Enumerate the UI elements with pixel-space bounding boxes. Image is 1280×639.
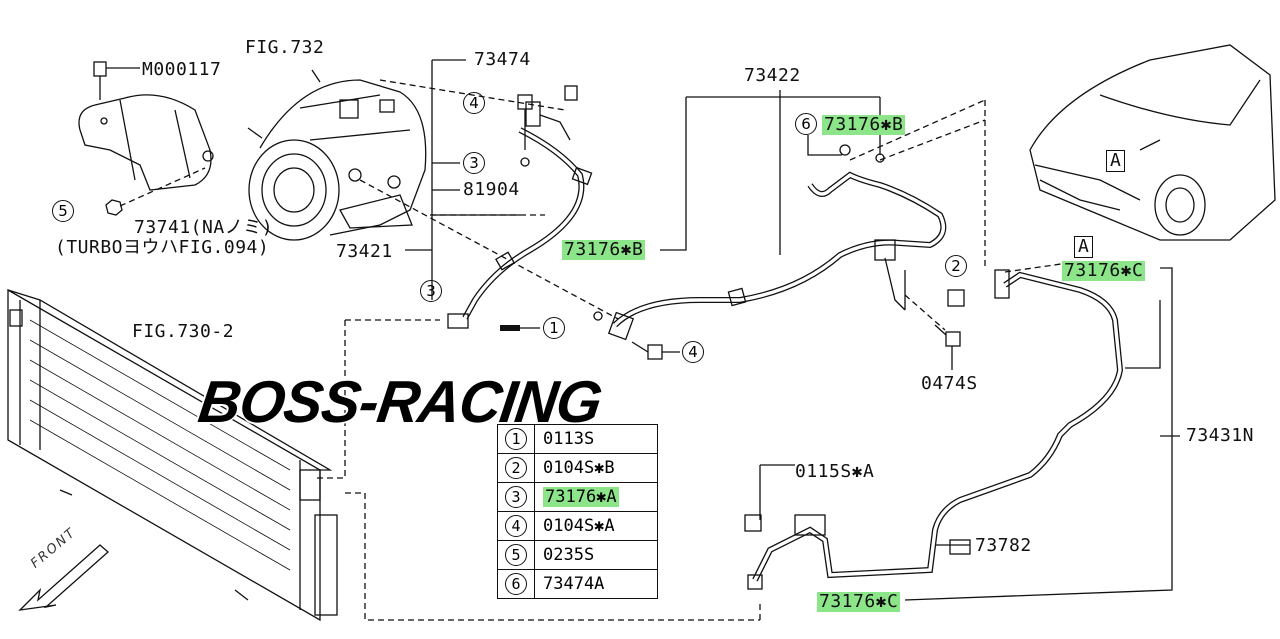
- condenser-fig730: [7, 288, 338, 622]
- legend-part-code: 0104S✱A: [543, 516, 615, 536]
- fittings-73474: [500, 85, 578, 331]
- legend-number: 4: [505, 515, 527, 537]
- callout-brackets: [405, 59, 1180, 601]
- legend-row: 1 0113S: [497, 424, 658, 454]
- area-marker-a: A: [1074, 236, 1094, 258]
- bracket-73741: [78, 94, 214, 191]
- label-81904: 81904: [463, 179, 520, 200]
- label-73176b-top: 73176✱B: [822, 114, 906, 135]
- callout-3-upper: 3: [463, 152, 485, 174]
- legend-number: 3: [505, 486, 527, 508]
- legend-part-code: 0104S✱B: [543, 458, 615, 478]
- legend-row: 5 0235S: [497, 540, 658, 570]
- bolt-0104s-a: [631, 341, 680, 360]
- callout-6: 6: [795, 113, 817, 135]
- label-73421: 73421: [336, 241, 393, 262]
- label-73176c-top: 73176✱C: [1062, 260, 1146, 281]
- label-73741: 73741(NAノミ): [134, 217, 274, 238]
- label-73431n: 73431N: [1186, 425, 1255, 446]
- label-fig-732: FIG.732: [245, 37, 325, 58]
- legend-row: 2 0104S✱B: [497, 453, 658, 483]
- callout-4-upper: 4: [463, 92, 485, 114]
- callout-5: 5: [52, 200, 74, 222]
- legend-table: 1 0113S 2 0104S✱B 3 73176✱A 4 0104S✱A 5 0235S 6 734…: [497, 424, 658, 599]
- area-marker-a-car: A: [1106, 150, 1126, 172]
- callout-1: 1: [543, 317, 565, 339]
- label-73422: 73422: [744, 65, 801, 86]
- legend-part-code: 73474A: [543, 574, 605, 594]
- front-arrow: [18, 544, 109, 611]
- label-fig-730-2: FIG.730-2: [132, 321, 235, 342]
- label-73176c-bottom: 73176✱C: [817, 591, 901, 612]
- legend-row: 3 73176✱A: [497, 482, 658, 512]
- label-m000117: M000117: [142, 59, 222, 80]
- label-73176b-mid: 73176✱B: [562, 239, 646, 260]
- hose-73421: [447, 101, 593, 329]
- legend-number: 5: [505, 544, 527, 566]
- bolt-0474s: [934, 324, 961, 370]
- label-0474s: 0474S: [921, 373, 978, 394]
- pipe-73431n: [744, 269, 1124, 590]
- label-0115s-a: 0115S✱A: [795, 461, 875, 482]
- legend-part-code: 73176✱A: [543, 487, 619, 507]
- label-73782: 73782: [975, 535, 1032, 556]
- compressor-fig732: [247, 69, 427, 241]
- callout-2: 2: [945, 255, 967, 277]
- legend-row: 4 0104S✱A: [497, 511, 658, 541]
- legend-number: 2: [505, 457, 527, 479]
- legend-number: 1: [505, 428, 527, 450]
- pipe-73422: [593, 144, 947, 341]
- legend-number: 6: [505, 573, 527, 595]
- callout-3-lower: 3: [420, 280, 442, 302]
- label-73741-note: (TURBOヨウハFIG.094): [55, 237, 270, 258]
- bolt-m000117: [93, 61, 140, 100]
- label-73474: 73474: [474, 49, 531, 70]
- callout-4-lower: 4: [682, 341, 704, 363]
- legend-part-code: 0113S: [543, 429, 595, 449]
- nut-5: [105, 167, 206, 216]
- legend-row: 6 73474A: [497, 569, 658, 599]
- car-silhouette: [1029, 44, 1276, 241]
- legend-part-code: 0235S: [543, 545, 595, 565]
